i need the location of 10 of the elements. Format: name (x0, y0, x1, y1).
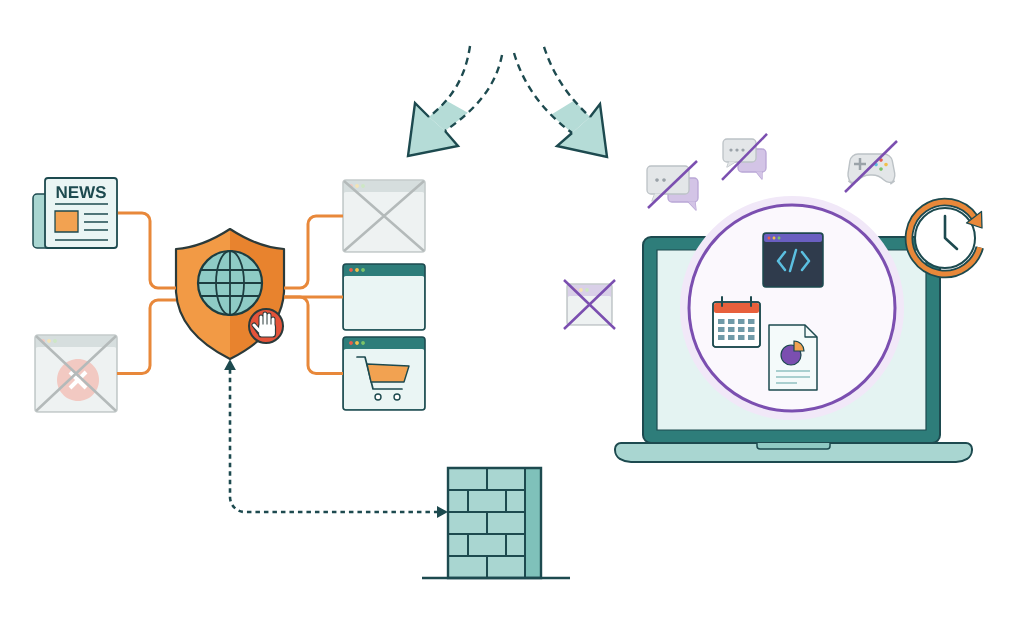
connector-line (284, 214, 343, 290)
brick-wall-icon (422, 466, 570, 580)
blocked-window (34, 334, 118, 413)
connector-line (284, 295, 343, 375)
shopping-cart-window (342, 336, 426, 411)
connector-line (117, 298, 176, 375)
blocked-window (342, 179, 426, 253)
connector-line (117, 211, 176, 290)
browser-window (342, 263, 426, 331)
shield-icon (174, 227, 286, 361)
